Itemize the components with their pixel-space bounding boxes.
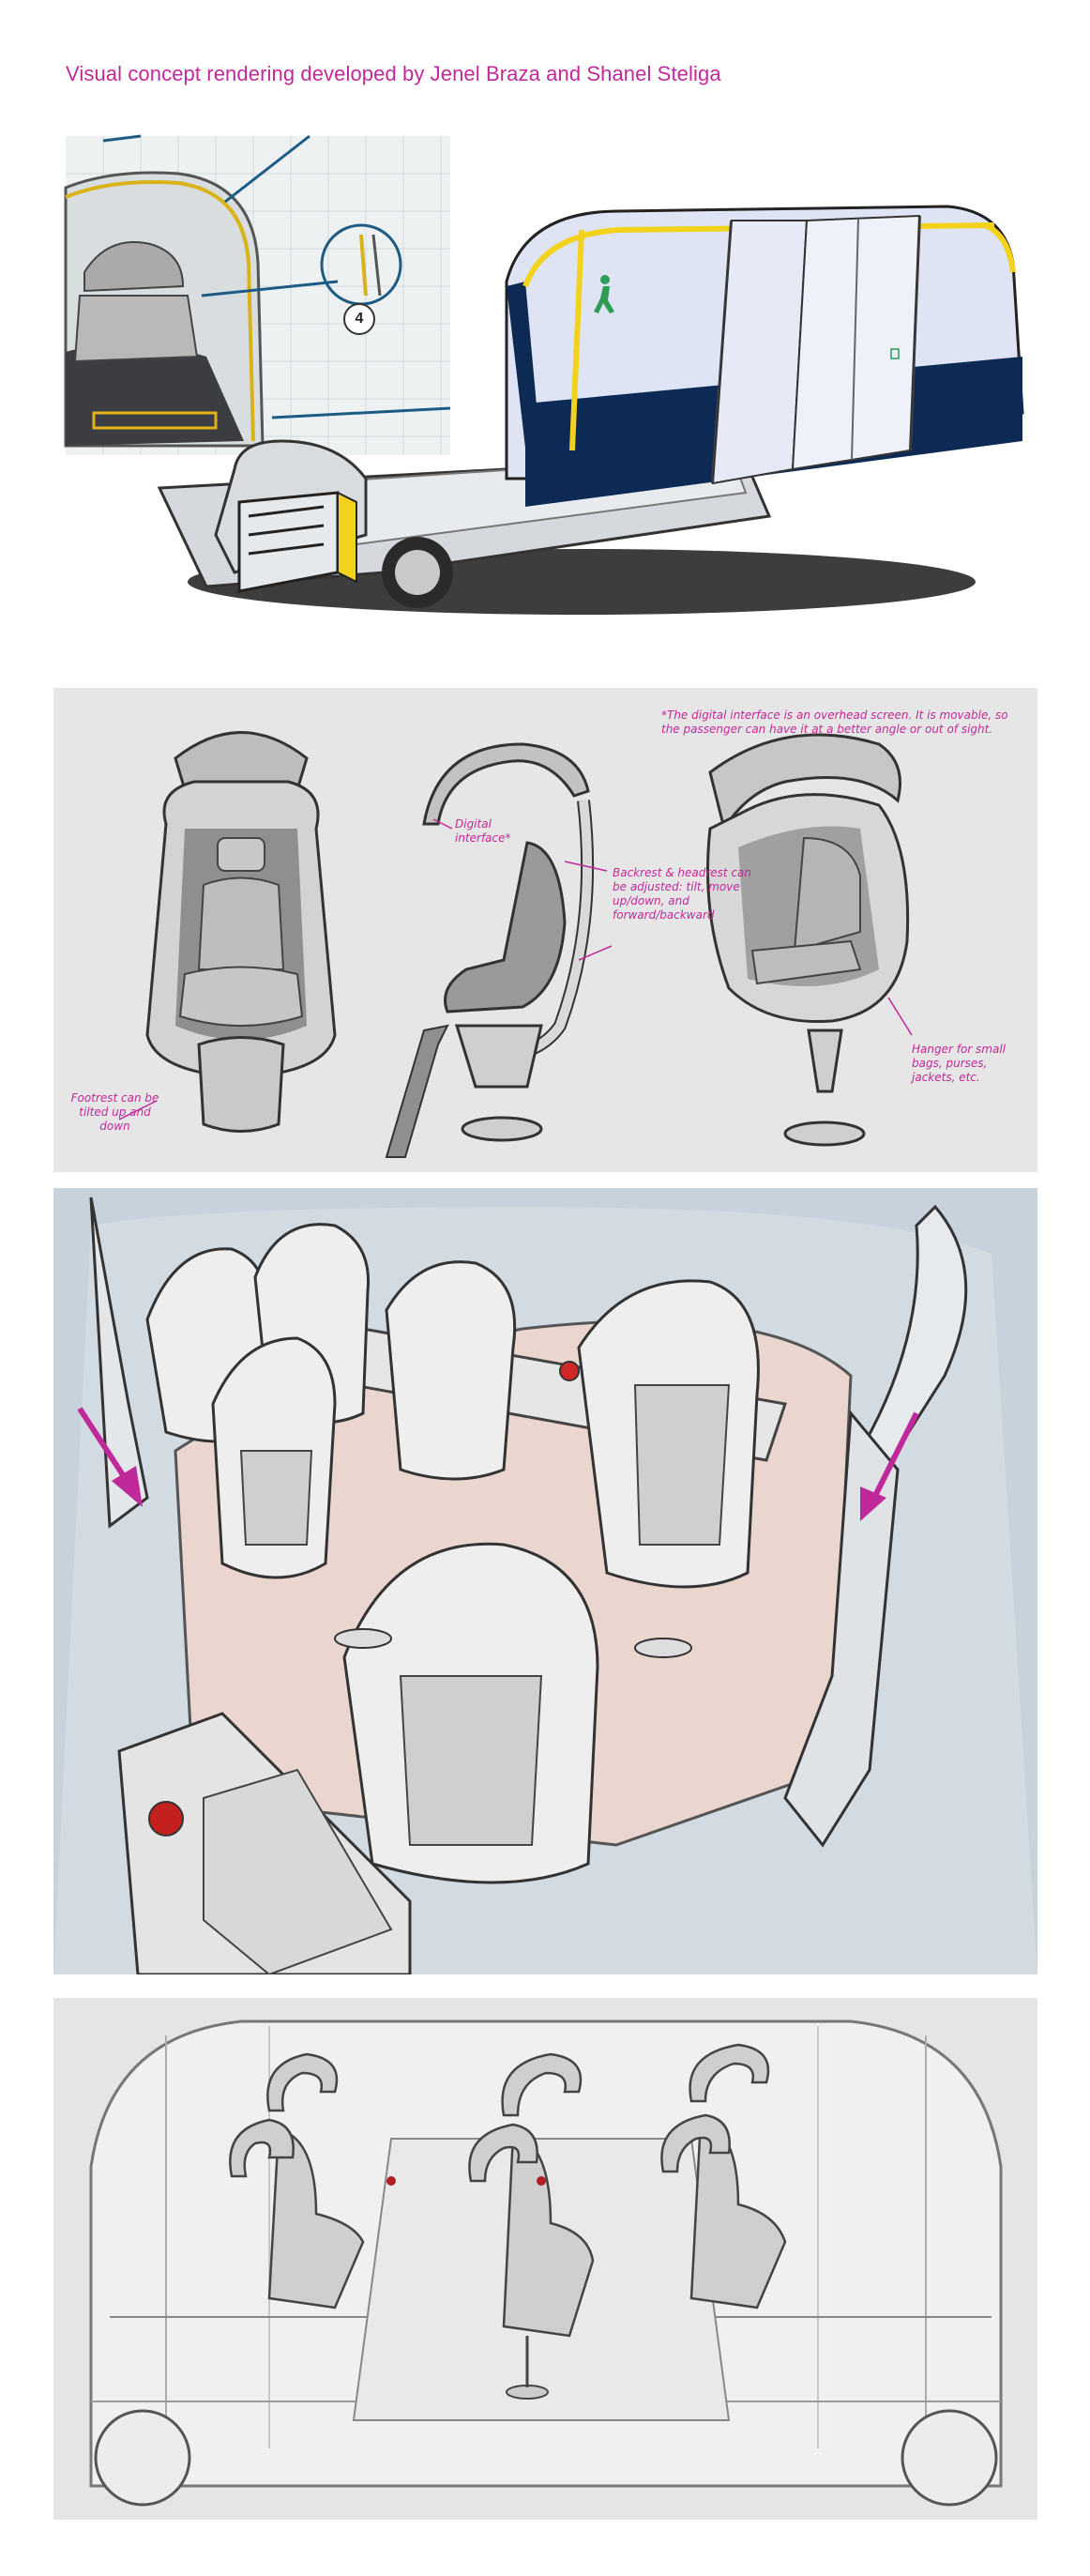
label-hanger: Hanger for small bags, purses, jackets, … — [912, 1043, 1007, 1084]
chair-three-quarter-view — [706, 733, 910, 1147]
chair-front-view — [145, 731, 337, 1133]
interior-illustration — [53, 1197, 1037, 1974]
overhead-note: *The digital interface is an overhead sc… — [661, 709, 1008, 736]
chair-side-view — [385, 742, 595, 1158]
label-footrest: Footrest can be tilted up and down — [70, 1091, 159, 1133]
arrow-icon — [77, 1407, 919, 1521]
cutaway-illustration — [89, 2020, 1003, 2507]
page-title: Visual concept rendering developed by Je… — [66, 62, 721, 85]
detail-inset — [64, 134, 451, 455]
chair-illustration — [118, 731, 913, 1158]
interior-sketch — [53, 1188, 1037, 1974]
label-digital-interface: Digital interface* — [455, 817, 511, 845]
walking-person-icon — [594, 275, 614, 313]
door-icon — [890, 348, 900, 359]
vehicle-rendering: 4 — [56, 131, 1032, 638]
cutaway-sketch — [53, 1998, 1037, 2520]
cutaway-seats — [229, 2043, 787, 2338]
label-backrest: Backrest & headrest can be adjusted: til… — [613, 866, 751, 922]
vehicle-illustration — [64, 134, 1024, 615]
callout-number: 4 — [343, 303, 375, 335]
chair-sketches: *The digital interface is an overhead sc… — [53, 688, 1037, 1172]
